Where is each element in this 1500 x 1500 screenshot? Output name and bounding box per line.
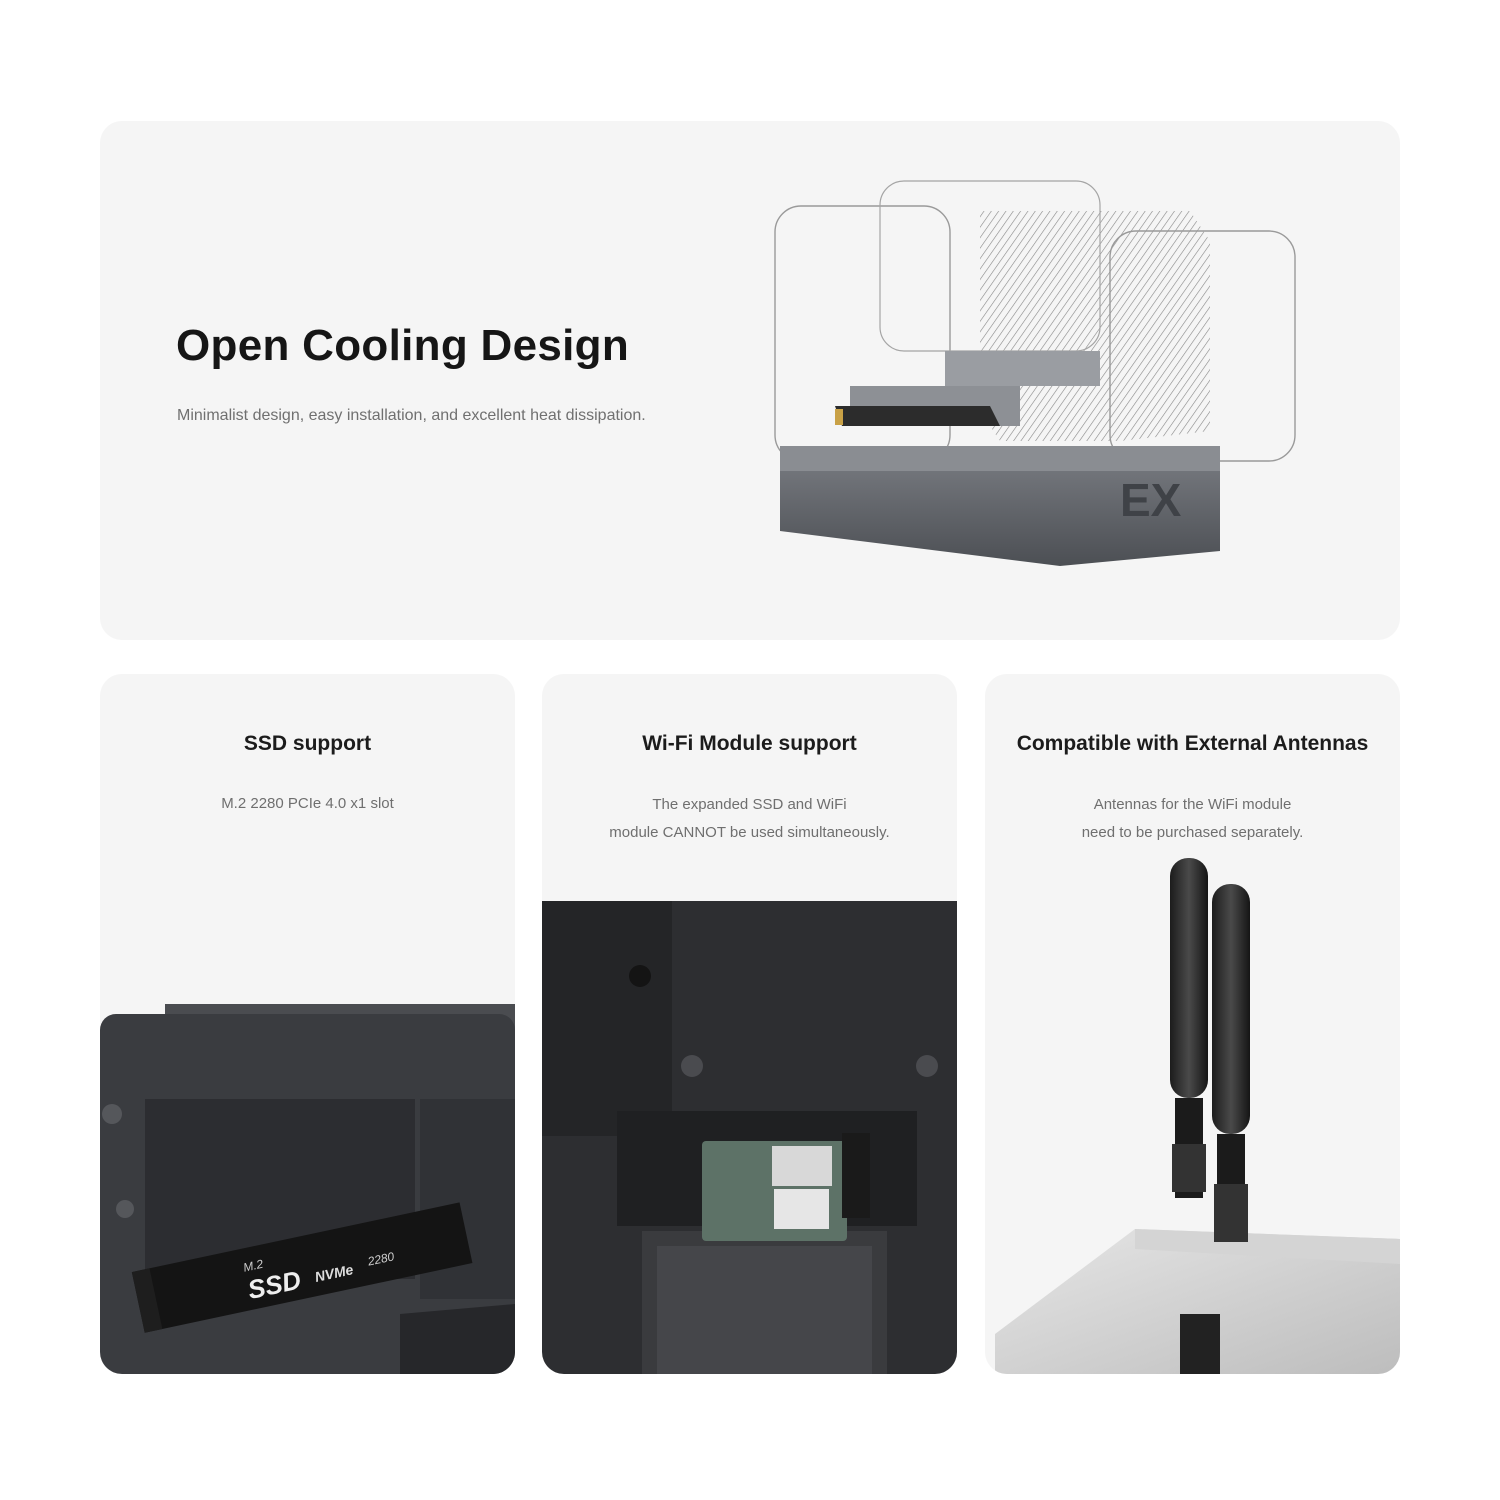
mini-pc-heatsink-illustration: EX: [774, 180, 1296, 566]
card-description: The expanded SSD and WiFi module CANNOT …: [562, 791, 937, 847]
card-description-line: The expanded SSD and WiFi: [652, 796, 847, 813]
svg-text:M.2: M.2: [242, 1257, 265, 1275]
card-title: SSD support: [243, 732, 372, 755]
wifi-card: [702, 1133, 870, 1241]
card-description-line: Antennas for the WiFi module: [1093, 796, 1292, 813]
svg-text:NVMe: NVMe: [313, 1261, 355, 1285]
product-mark: EX: [1120, 474, 1182, 526]
hero-panel: Open Cooling Design Minimalist design, e…: [100, 121, 1400, 640]
antenna-illustration: [995, 858, 1400, 1374]
antenna-left: [1170, 858, 1208, 1198]
ssd-illustration: M.2 SSD NVMe 2280: [100, 1004, 515, 1374]
hero-subtitle: Minimalist design, easy installation, an…: [177, 407, 646, 424]
card-description: Antennas for the WiFi module need to be …: [1005, 791, 1380, 847]
card-description-line: module CANNOT be used simultaneously.: [609, 824, 890, 841]
ssd-stick: [835, 406, 1000, 426]
device-base: [780, 446, 1220, 566]
card-description-line: need to be purchased separately.: [1081, 824, 1304, 841]
card-title: Wi-Fi Module support: [642, 732, 857, 755]
card-title: Compatible with External Antennas: [1016, 732, 1369, 755]
ssd-card: M.2 SSD NVMe 2280: [131, 1202, 473, 1333]
device-case: [995, 1229, 1400, 1374]
ssd-support-card: SSD support M.2 2280 PCIe 4.0 x1 slot M.…: [100, 674, 515, 1374]
wifi-module-illustration: [542, 901, 957, 1374]
antenna-right: [1212, 884, 1250, 1242]
svg-text:2280: 2280: [365, 1249, 395, 1269]
card-description: M.2 2280 PCIe 4.0 x1 slot: [120, 790, 495, 818]
hero-title: Open Cooling Design: [176, 321, 630, 370]
card-description-line: M.2 2280 PCIe 4.0 x1 slot: [221, 795, 394, 812]
wifi-module-card: Wi-Fi Module support The expanded SSD an…: [542, 674, 957, 1374]
external-antennas-card: Compatible with External Antennas Antenn…: [985, 674, 1400, 1374]
